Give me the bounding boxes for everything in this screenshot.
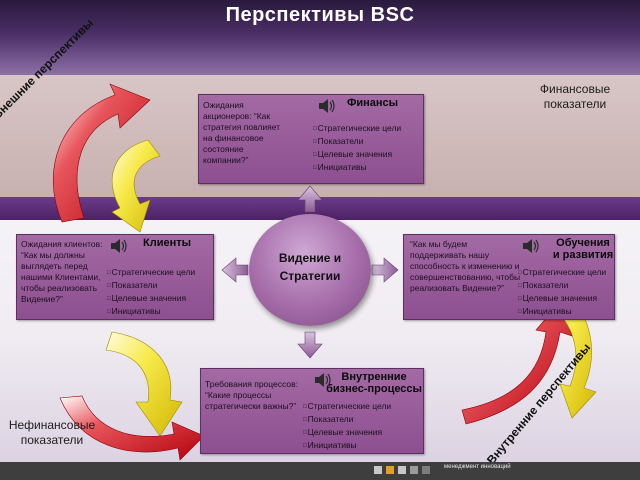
- learning-question: “Как мы будем поддерживать нашу способно…: [410, 239, 530, 294]
- processes-item: Стратегические цели: [303, 401, 392, 414]
- learning-question-line: способность к изменению и: [410, 261, 520, 271]
- processes-item: Инициативы: [303, 440, 391, 453]
- processes-card: Требования процессов: “Какие процессы ст…: [200, 368, 424, 454]
- footer-square: [398, 466, 406, 474]
- finance-question-line: акционеров: “Как: [203, 111, 271, 121]
- processes-heading-line1: Внутренние: [341, 371, 407, 383]
- speaker-icon[interactable]: [318, 98, 336, 114]
- processes-question: Требования процессов: “Какие процессы ст…: [205, 379, 315, 412]
- processes-items: Стратегические цели Показатели Целевые з…: [303, 401, 392, 453]
- slide-title: Перспективы BSC: [225, 4, 415, 26]
- learning-items: Стратегические цели Показатели Целевые з…: [518, 267, 607, 319]
- divider-band: [0, 197, 640, 220]
- clients-question-line: “Как мы должны: [21, 250, 85, 260]
- finance-items: Стратегические цели Показатели Целевые з…: [313, 123, 402, 175]
- finance-item: Показатели: [313, 136, 401, 149]
- learning-item: Инициативы: [518, 306, 606, 319]
- footer-square: [386, 466, 394, 474]
- finance-card: Ожидания акционеров: “Как стратегия повл…: [198, 94, 424, 184]
- nonfinancial-indicators-label: Нефинансовые показатели: [0, 418, 104, 448]
- footer-strip: [0, 462, 640, 480]
- arrow-right: [371, 257, 399, 283]
- vision-strategy-text: Видение и Стратегии: [249, 249, 371, 285]
- clients-question-line: Ожидания клиентов:: [21, 239, 103, 249]
- learning-item: Стратегические цели: [518, 267, 607, 280]
- header-band: [0, 0, 640, 75]
- finance-item: Инициативы: [313, 162, 401, 175]
- financial-indicators-line1: Финансовые: [539, 82, 611, 96]
- learning-heading: Обучения и развития: [552, 237, 614, 261]
- arrow-red-bottom-left: [59, 395, 205, 461]
- finance-item: Целевые значения: [313, 149, 401, 162]
- processes-question-line: Требования процессов:: [205, 379, 298, 389]
- strategy-line: Стратегии: [279, 269, 341, 283]
- footer-square: [410, 466, 418, 474]
- finance-question-line: компании?”: [203, 155, 249, 165]
- processes-heading: Внутренние бизнес-процессы: [325, 371, 423, 395]
- clients-card: Ожидания клиентов: “Как мы должны выгляд…: [16, 234, 214, 320]
- arrow-yellow-top-left: [111, 139, 161, 233]
- learning-card: “Как мы будем поддерживать нашу способно…: [403, 234, 615, 320]
- clients-heading: Клиенты: [143, 237, 192, 249]
- speaker-icon[interactable]: [110, 238, 128, 254]
- vision-line: Видение и: [278, 251, 342, 265]
- processes-item: Целевые значения: [303, 427, 391, 440]
- clients-item: Показатели: [107, 280, 195, 293]
- finance-question-line: Ожидания: [203, 100, 244, 110]
- learning-item: Показатели: [518, 280, 606, 293]
- clients-question-line: Видение?”: [21, 294, 63, 304]
- finance-question-line: стратегия повлияет: [203, 122, 281, 132]
- nonfinancial-indicators-line2: показатели: [20, 433, 84, 447]
- arrow-yellow-bottom-left: [105, 331, 183, 437]
- clients-question-line: нашими Клиентами,: [21, 272, 101, 282]
- vision-strategy-oval: [249, 214, 371, 326]
- speaker-icon[interactable]: [314, 372, 332, 388]
- footer-square: [422, 466, 430, 474]
- footer-square: [374, 466, 382, 474]
- arrow-up: [297, 185, 323, 213]
- nonfinancial-indicators-line1: Нефинансовые: [8, 418, 96, 432]
- finance-question-line: на финансовое: [203, 133, 264, 143]
- learning-heading-line2: и развития: [552, 249, 614, 261]
- learning-item: Целевые значения: [518, 293, 606, 306]
- finance-question-line: состояние: [203, 144, 244, 154]
- arrow-red-bottom-right: [461, 301, 573, 425]
- learning-question-line: совершенствованию, чтобы: [410, 272, 521, 282]
- processes-heading-line2: бизнес-процессы: [326, 383, 422, 395]
- processes-question-line: стратегически важны?”: [205, 401, 297, 411]
- learning-question-line: реализовать Видение?”: [410, 283, 504, 293]
- clients-items: Стратегические цели Показатели Целевые з…: [107, 267, 196, 319]
- finance-heading: Финансы: [347, 97, 399, 109]
- clients-item: Целевые значения: [107, 293, 195, 306]
- learning-heading-line1: Обучения: [556, 237, 610, 249]
- arrow-down: [297, 331, 323, 359]
- footer-text: менеджмент инноваций: [444, 464, 511, 470]
- financial-indicators-line2: показатели: [543, 97, 607, 111]
- learning-question-line: “Как мы будем: [410, 239, 468, 249]
- finance-item: Стратегические цели: [313, 123, 402, 136]
- processes-question-line: “Какие процессы: [205, 390, 272, 400]
- processes-item: Показатели: [303, 414, 391, 427]
- clients-question-line: чтобы реализовать: [21, 283, 97, 293]
- arrow-left: [221, 257, 249, 283]
- clients-question-line: выглядеть перед: [21, 261, 88, 271]
- arrow-red-top-left: [52, 83, 151, 223]
- clients-question: Ожидания клиентов: “Как мы должны выгляд…: [21, 239, 117, 305]
- clients-item: Инициативы: [107, 306, 195, 319]
- financial-indicators-label: Финансовые показатели: [520, 82, 630, 112]
- speaker-icon[interactable]: [522, 238, 540, 254]
- clients-item: Стратегические цели: [107, 267, 196, 280]
- learning-question-line: поддерживать нашу: [410, 250, 490, 260]
- finance-question: Ожидания акционеров: “Как стратегия повл…: [203, 100, 313, 166]
